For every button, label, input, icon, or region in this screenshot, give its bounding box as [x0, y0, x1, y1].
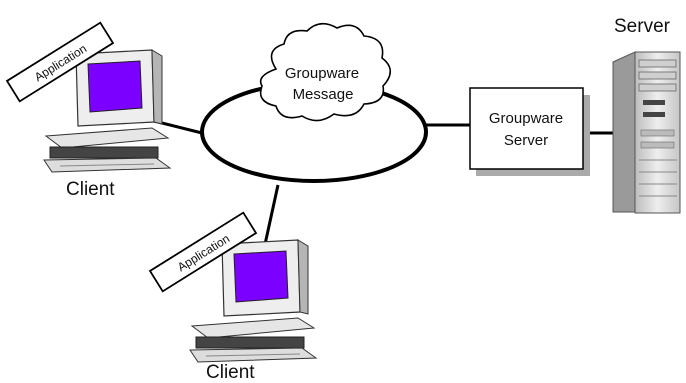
computer-icon: [43, 49, 172, 173]
client-label-1: Client: [66, 179, 115, 200]
computer-icon: [189, 239, 318, 363]
client-label-2: Client: [206, 362, 255, 383]
server-tower-icon: [612, 51, 681, 214]
server-label: Server: [614, 16, 671, 37]
cloud-icon: [259, 22, 392, 122]
gw-box-label-line1: Groupware: [489, 110, 563, 127]
cloud-label-line1: Groupware: [285, 65, 359, 82]
gw-box-label-line2: Server: [504, 132, 548, 149]
cloud-label-line2: Message: [293, 86, 354, 103]
groupware-server-box: [469, 87, 584, 170]
